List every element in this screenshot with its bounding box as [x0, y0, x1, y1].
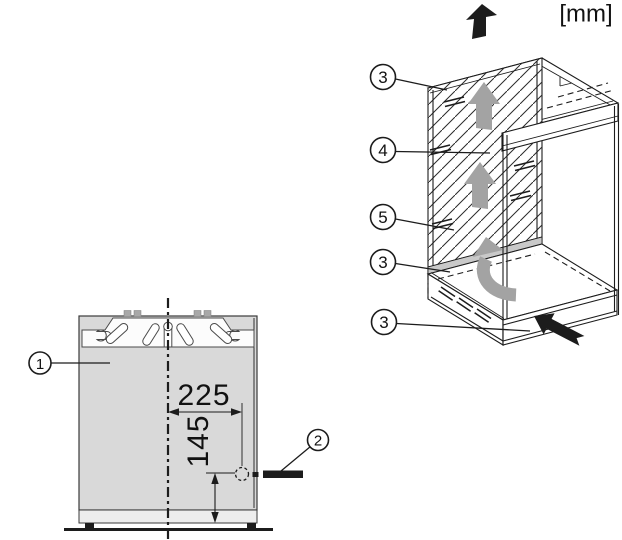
- callout-3-top: [369, 63, 397, 91]
- drill-hole-mark: [234, 466, 250, 482]
- airflow-arrows: [464, 82, 517, 302]
- callout-2-label: 2: [314, 433, 322, 450]
- dimension-vertical: 145: [182, 414, 235, 523]
- callout-3-bottom: [370, 308, 398, 336]
- appliance-foot-left: [85, 523, 94, 529]
- front-view-callout-2: 2: [280, 428, 330, 472]
- callout-5: [369, 203, 397, 231]
- airflow-arrow-middle: [464, 162, 496, 209]
- plinth-air-inlet-arrow: [534, 313, 585, 346]
- wall-hidden-marks: [429, 96, 536, 230]
- niche-wall-hatched: [427, 57, 543, 277]
- callout-4-label: 4: [378, 141, 387, 160]
- callout-4: [369, 136, 397, 164]
- callout-1-label: 1: [36, 356, 44, 373]
- diagonal-slot-outer-right: [209, 322, 233, 345]
- drill-marker-bar: [263, 470, 303, 478]
- airflow-arrow-top: [468, 82, 500, 130]
- plinth-hidden-marks: [438, 286, 492, 323]
- bracket-holes: [123, 310, 212, 317]
- top-face-hidden-edges: [546, 77, 615, 109]
- callout-1: [28, 351, 52, 375]
- callout-3-top-label: 3: [378, 68, 387, 87]
- callout-5-label: 5: [378, 208, 387, 227]
- appliance-foot-right: [247, 523, 256, 529]
- cabinet-isometric-view: 3 4 5 3 3 [mm]: [369, 1, 620, 346]
- unit-label: [mm]: [559, 1, 612, 28]
- diagonal-slot-outer-left: [105, 322, 129, 345]
- dim-vertical-value: 145: [182, 414, 215, 467]
- front-view-callout-1: 1: [28, 351, 110, 375]
- appliance-front-view: 225 145 1 2: [28, 298, 330, 540]
- dim-horizontal-value: 225: [177, 379, 230, 412]
- cabinet-callouts: 3 4 5 3 3: [369, 63, 531, 336]
- callout-3-middle: [369, 248, 397, 276]
- airflow-arrow-curved: [473, 237, 517, 302]
- drill-marker-tip: [252, 472, 259, 477]
- dimension-horizontal: 225: [168, 379, 243, 466]
- insert-direction-arrow-top: [466, 4, 497, 39]
- callout-2: [306, 428, 330, 452]
- diagonal-slot-inner-left: [142, 323, 160, 346]
- callout-3-bottom-label: 3: [379, 313, 388, 332]
- mounting-bracket: [81, 310, 255, 348]
- callout-3-middle-label: 3: [378, 253, 387, 272]
- diagonal-slot-inner-right: [176, 323, 194, 346]
